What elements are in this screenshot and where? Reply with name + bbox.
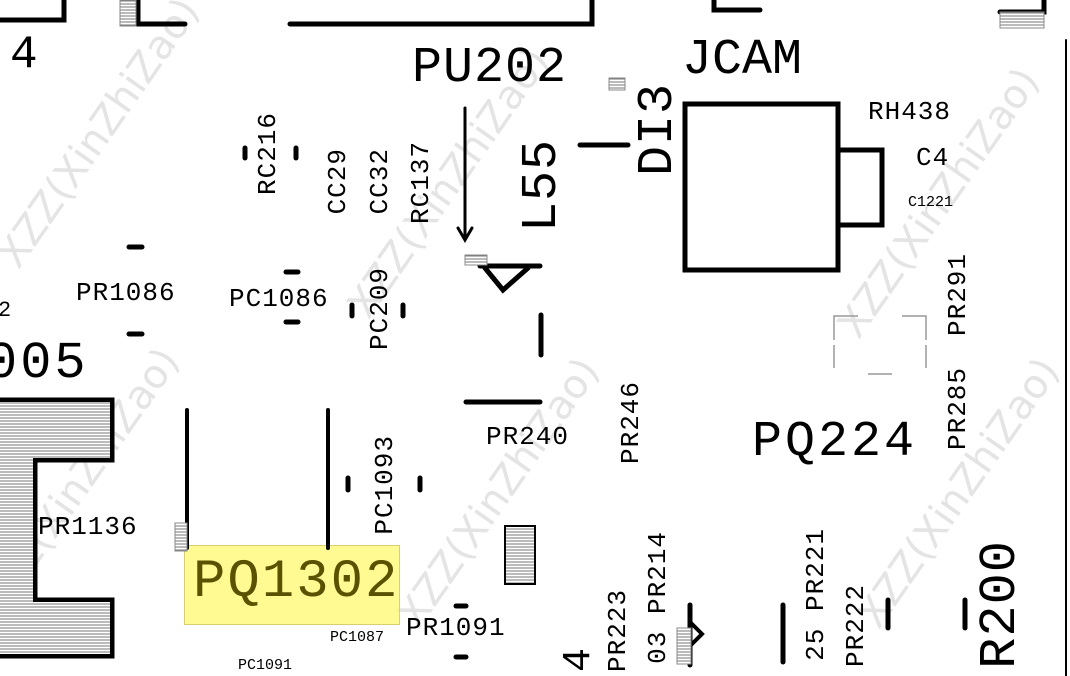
component-label-pr221[interactable]: 25 PR221 [801, 516, 831, 672]
label-text: DI3 [630, 83, 687, 177]
component-label-cc29[interactable]: CC29 [323, 138, 353, 224]
label-text: L55 [514, 139, 571, 233]
label-text: R200 [971, 539, 1030, 669]
label-text: RC216 [253, 112, 283, 196]
label-text: PR223 [603, 589, 633, 673]
component-label-c4[interactable]: C4 [916, 143, 950, 173]
component-label-c1221[interactable]: C1221 [908, 194, 954, 211]
label-text: 03 PR214 [643, 530, 673, 664]
component-label-rc216[interactable]: RC216 [253, 100, 283, 208]
component-label-pr240[interactable]: PR240 [486, 422, 570, 452]
component-label-rh438[interactable]: RH438 [868, 97, 952, 127]
label-text: 4 [557, 647, 602, 673]
component-label-pc1091[interactable]: PC1091 [238, 657, 293, 674]
component-label-jcam[interactable]: JCAM [682, 32, 803, 89]
component-label-pc209[interactable]: PC209 [365, 256, 395, 362]
component-label-pr222[interactable]: PR222 [841, 578, 871, 674]
component-label-cc32[interactable]: CC32 [365, 138, 395, 224]
label-text: PR285 [943, 367, 973, 451]
component-label[interactable]: 4 [10, 29, 39, 81]
component-label-r200[interactable]: R200 [971, 532, 1030, 676]
component-label[interactable]: 2 [0, 298, 13, 323]
component-label-pr1091[interactable]: PR1091 [406, 613, 506, 643]
component-label-pu202[interactable]: PU202 [412, 40, 568, 97]
label-text: PC209 [365, 267, 395, 351]
component-label[interactable]: 005 [0, 334, 89, 393]
label-text: PR222 [841, 584, 871, 668]
component-label-pr291[interactable]: PR291 [943, 242, 973, 348]
component-label-pr1136[interactable]: PR1136 [38, 512, 138, 542]
component-label-pq224[interactable]: PQ224 [752, 414, 918, 471]
label-text: 25 PR221 [801, 527, 831, 661]
component-label-pr246[interactable]: PR246 [616, 370, 646, 476]
component-label-pc1086[interactable]: PC1086 [229, 284, 329, 314]
component-label-pr214[interactable]: 03 PR214 [643, 522, 673, 672]
component-label-pr285[interactable]: PR285 [943, 356, 973, 462]
component-label-l55[interactable]: L55 [514, 128, 571, 244]
label-text: PR291 [943, 253, 973, 337]
label-text: CC29 [323, 147, 353, 215]
component-label-rc137[interactable]: RC137 [406, 130, 436, 236]
component-label[interactable]: 4 [557, 644, 602, 676]
selection-highlight [184, 545, 400, 625]
label-text: CC32 [365, 147, 395, 215]
component-label-pr1086[interactable]: PR1086 [76, 278, 176, 308]
component-label-pc1093[interactable]: PC1093 [370, 422, 400, 548]
component-label-pq1302-selected[interactable]: PQ1302 [193, 552, 400, 613]
component-label-di3[interactable]: DI3 [630, 72, 687, 188]
label-text: RC137 [406, 141, 436, 225]
component-label-pr223[interactable]: PR223 [603, 586, 633, 676]
component-label-pc1087[interactable]: PC1087 [330, 629, 385, 646]
label-text: PC1093 [370, 435, 400, 535]
label-text: PR246 [616, 381, 646, 465]
